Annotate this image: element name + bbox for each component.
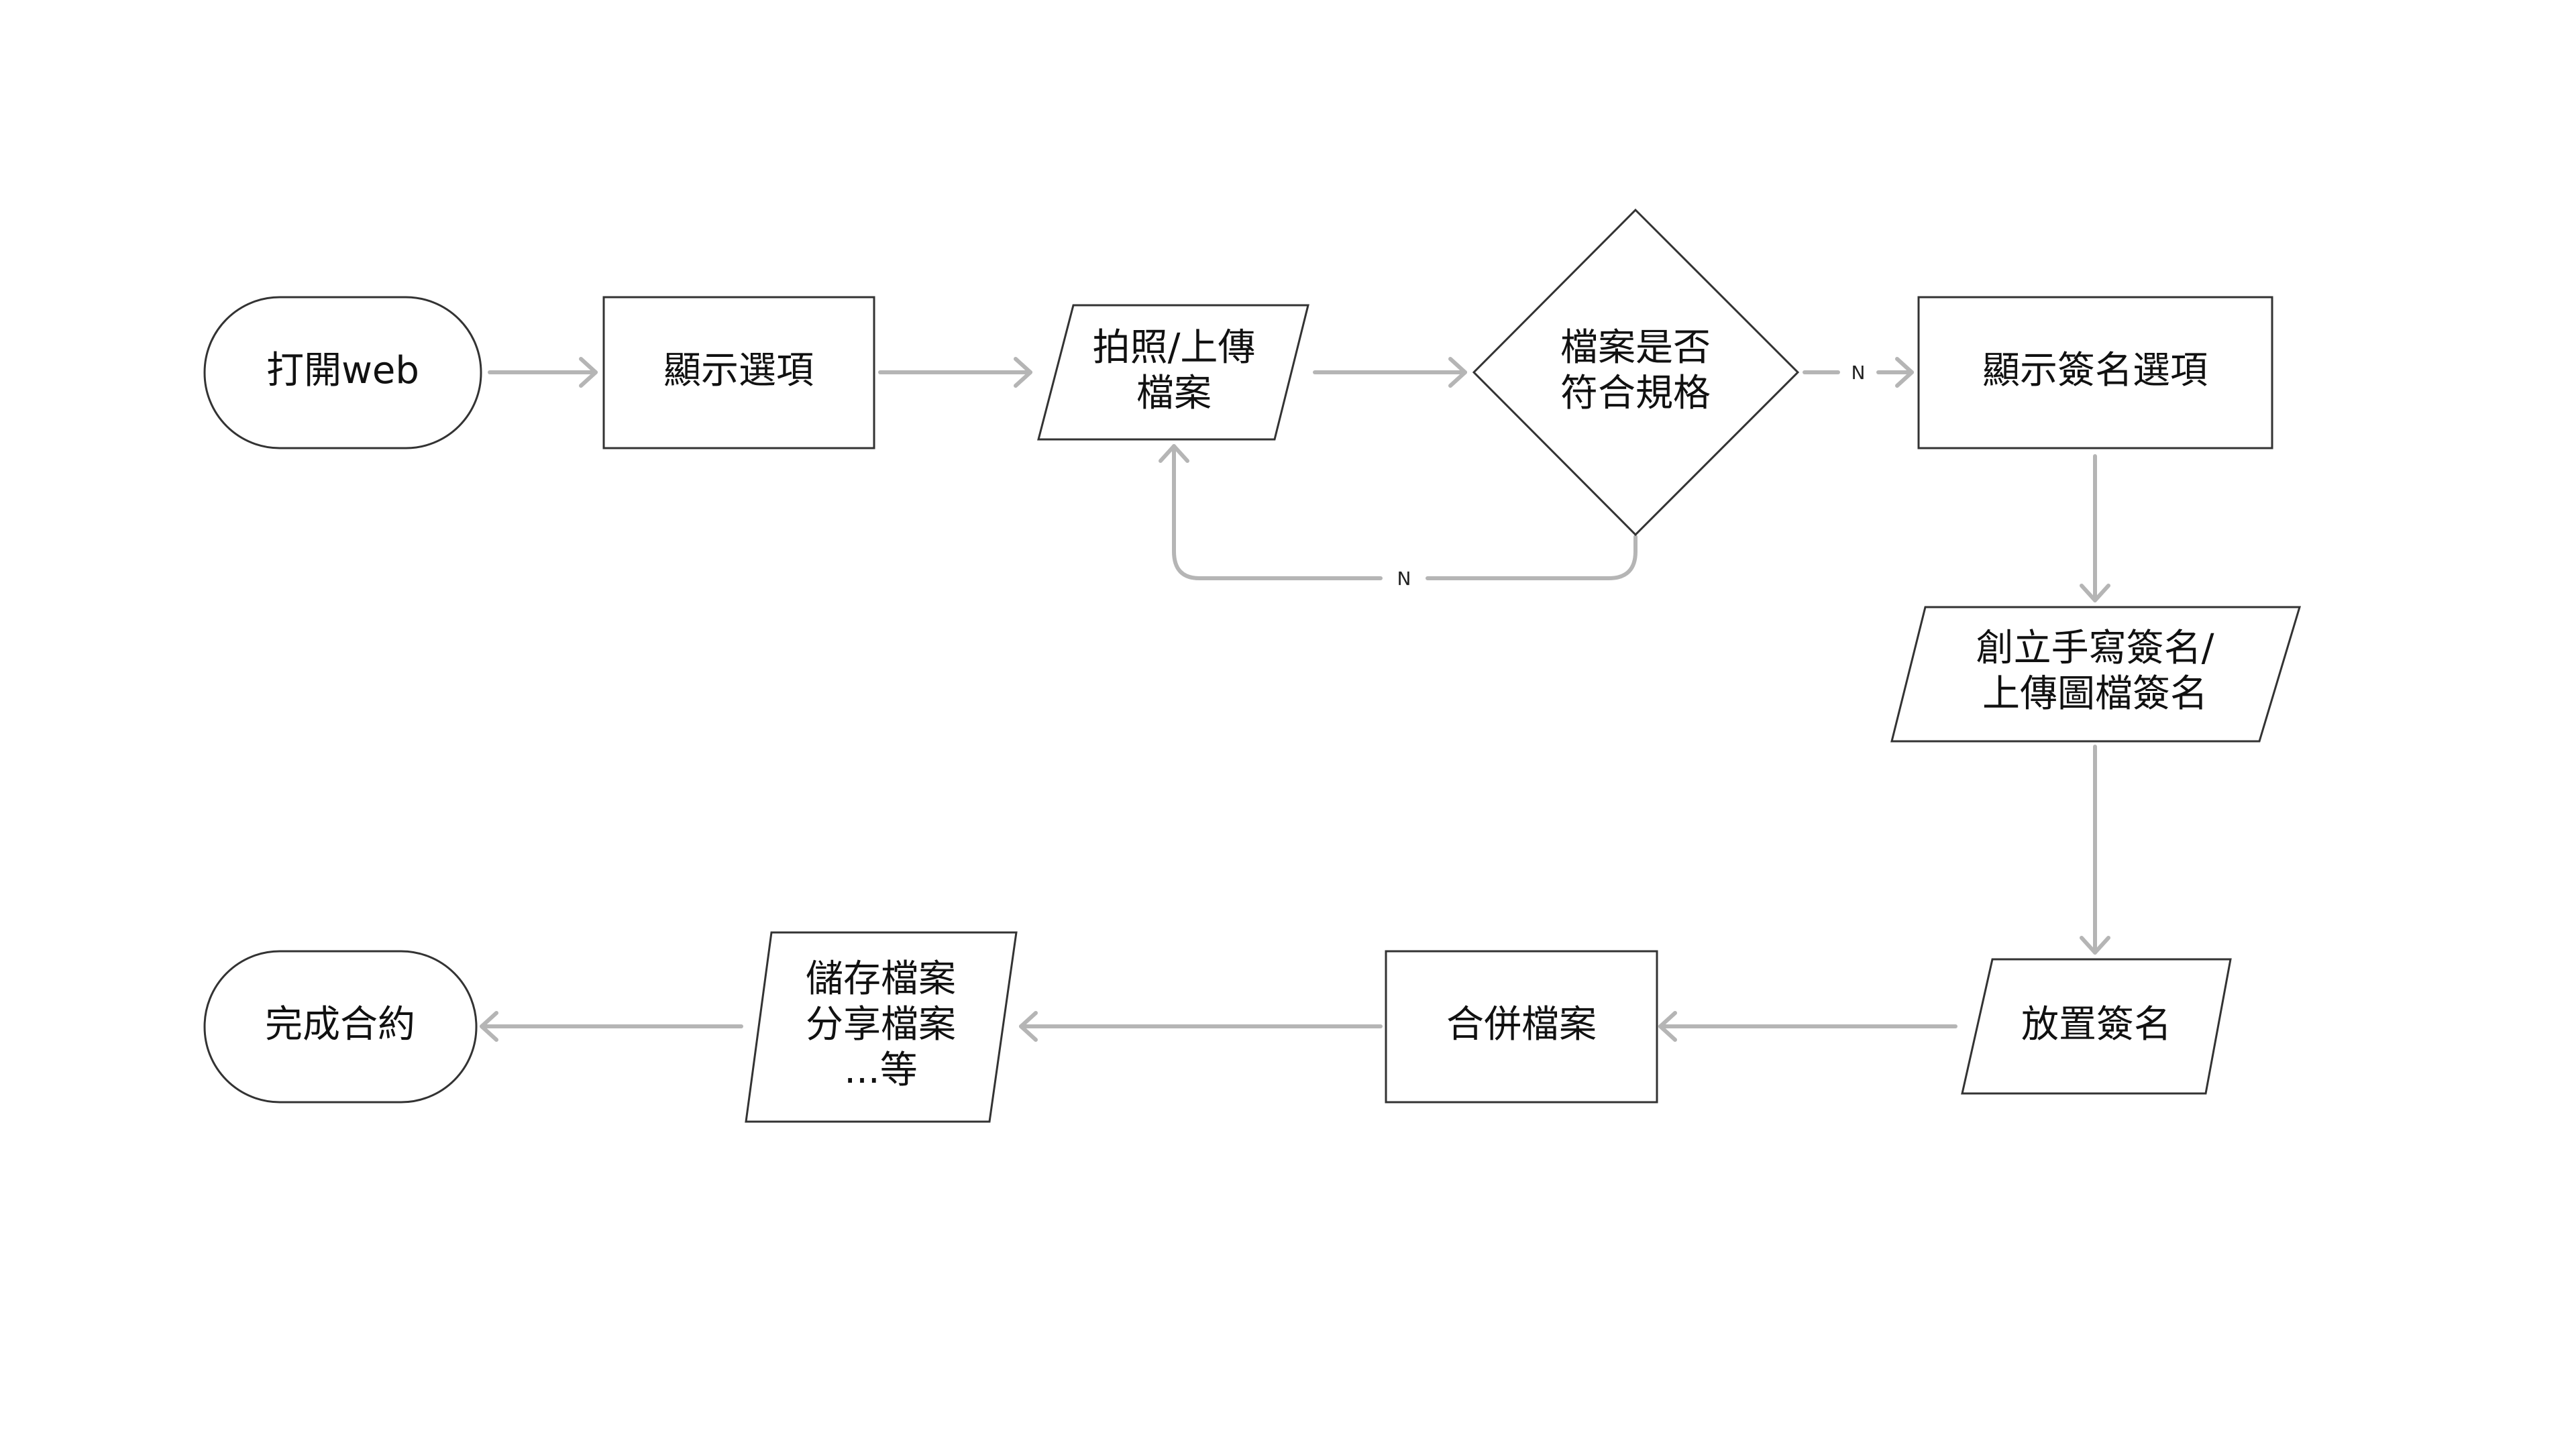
data-io-shape	[745, 931, 1018, 1123]
node-photo-upload-line-1: 拍照/上傳	[1093, 326, 1256, 370]
edge-show-options-to-photo-upload	[878, 357, 1032, 388]
edge-label-check-no-forward: N	[1851, 362, 1866, 384]
node-complete-contract-label: 完成合約	[265, 1003, 415, 1046]
edge-save-share-to-complete-contract	[480, 1011, 743, 1042]
edge-photo-upload-to-file-check	[1313, 357, 1467, 388]
node-create-signature: 創立手寫簽名/ 上傳圖檔簽名	[1890, 606, 2302, 743]
node-save-share-line-3: ...等	[844, 1049, 917, 1092]
edge-merge-files-to-save-share	[1019, 1011, 1383, 1042]
node-create-signature-line-2: 上傳圖檔簽名	[1982, 672, 2208, 716]
edge-open-web-to-show-options	[488, 357, 598, 388]
node-complete-contract: 完成合約	[203, 950, 478, 1104]
node-show-sign-options-label: 顯示簽名選項	[1982, 349, 2208, 392]
node-place-signature-label: 放置簽名	[2021, 1003, 2171, 1046]
node-file-check-line-2: 符合規格	[1560, 372, 1711, 415]
node-photo-upload: 拍照/上傳 檔案	[1037, 304, 1309, 441]
node-save-share: 儲存檔案 分享檔案 ...等	[745, 931, 1018, 1123]
process-shape	[1385, 950, 1658, 1104]
terminator-shape	[203, 950, 478, 1104]
data-io-shape	[1961, 958, 2232, 1095]
decision-shape	[1472, 208, 1800, 537]
node-merge-files-label: 合併檔案	[1446, 1003, 1597, 1046]
node-create-signature-line-1: 創立手寫簽名/	[1976, 627, 2214, 670]
node-open-web-label: 打開web	[266, 349, 419, 392]
edge-create-signature-to-place-signature	[2080, 745, 2110, 955]
node-open-web: 打開web	[203, 296, 482, 449]
node-photo-upload-line-2: 檔案	[1136, 372, 1212, 415]
node-save-share-line-1: 儲存檔案	[806, 957, 956, 1001]
node-show-options-label: 顯示選項	[663, 349, 814, 392]
process-shape	[602, 296, 875, 449]
connectors	[480, 357, 2110, 1042]
terminator-shape	[203, 296, 482, 449]
process-shape	[1917, 296, 2273, 449]
edge-place-signature-to-merge-files	[1658, 1011, 1957, 1042]
data-io-shape	[1890, 606, 2302, 743]
edge-file-check-retry	[1159, 444, 1638, 580]
data-io-shape	[1037, 304, 1309, 441]
node-merge-files: 合併檔案	[1385, 950, 1658, 1104]
node-show-options: 顯示選項	[602, 296, 875, 449]
edge-file-check-to-show-sign-options	[1803, 357, 1914, 388]
node-show-sign-options: 顯示簽名選項	[1917, 296, 2273, 449]
edge-label-check-no-retry: N	[1397, 568, 1411, 590]
node-file-check: 檔案是否 符合規格	[1472, 208, 1800, 537]
node-save-share-line-2: 分享檔案	[806, 1003, 956, 1046]
edge-show-sign-options-to-create-signature	[2080, 454, 2110, 602]
node-file-check-line-1: 檔案是否	[1560, 326, 1711, 370]
node-place-signature: 放置簽名	[1961, 958, 2232, 1095]
